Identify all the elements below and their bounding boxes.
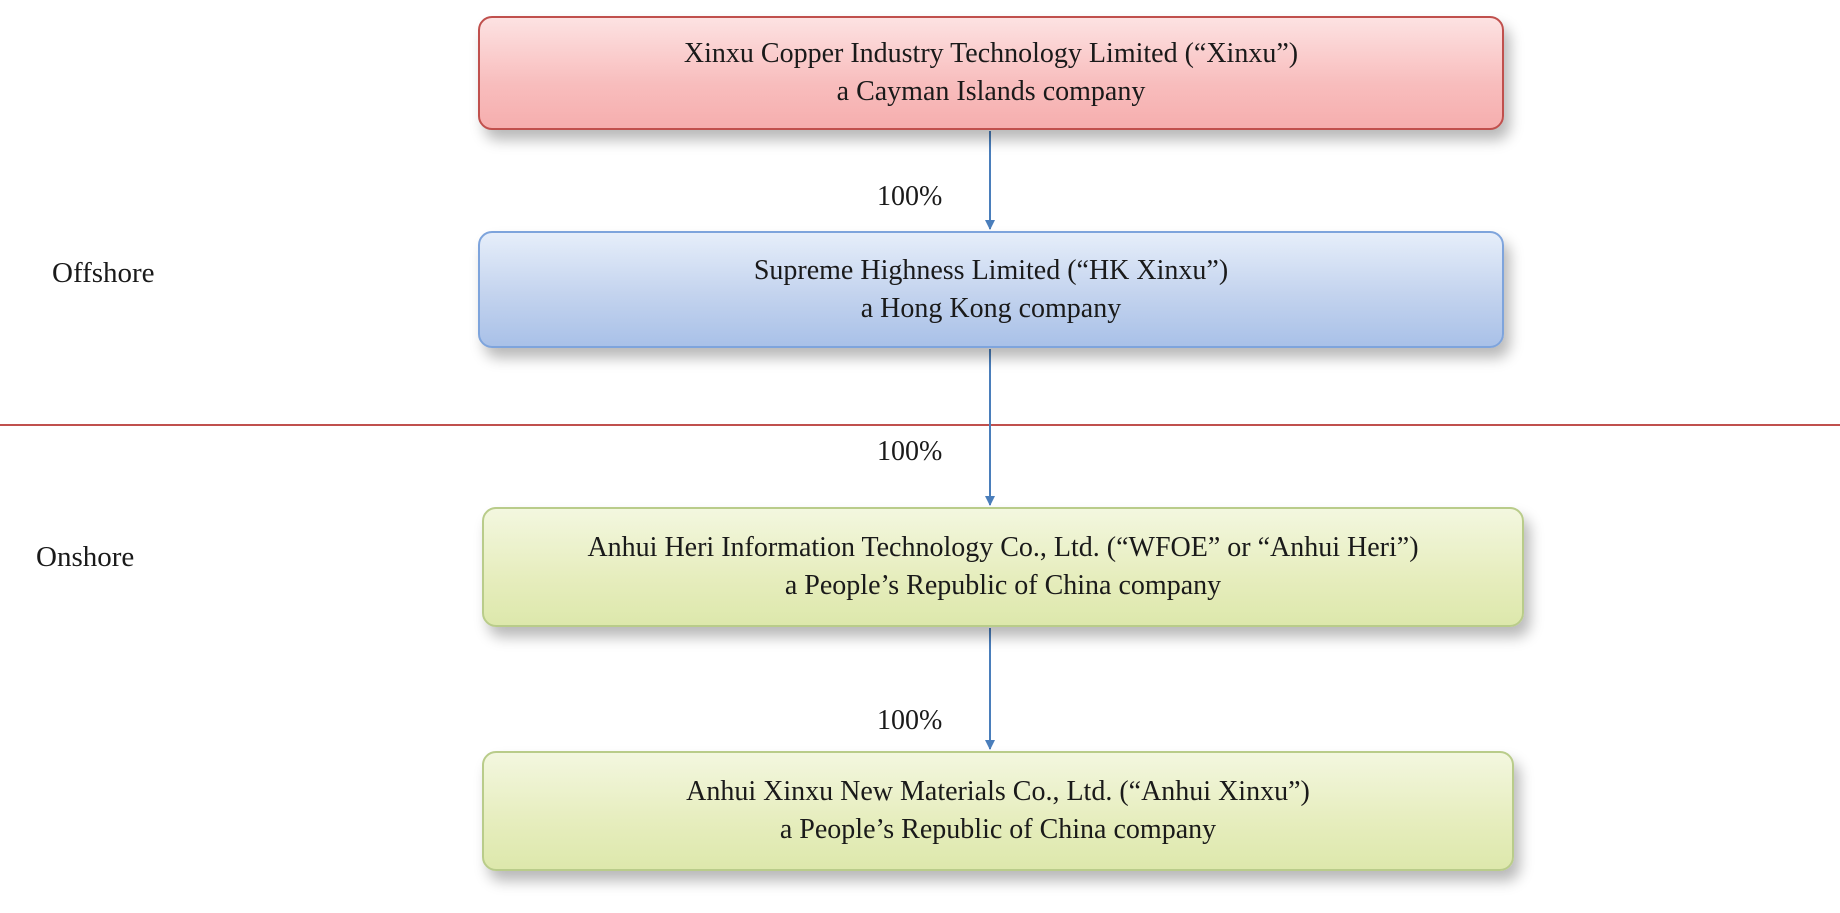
onshore-label: Onshore xyxy=(36,541,135,573)
ownership-percent-label: 100% xyxy=(877,181,943,212)
entity-description: a Cayman Islands company xyxy=(836,76,1146,107)
entity-name: Supreme Highness Limited (“HK Xinxu”) xyxy=(753,254,1229,286)
offshore-onshore-divider xyxy=(0,424,1840,426)
entity-box-wfoe: Anhui Heri Information Technology Co., L… xyxy=(482,507,1524,627)
ownership-percent-label: 100% xyxy=(877,705,943,736)
entity-box-xinxu: Xinxu Copper Industry Technology Limited… xyxy=(478,16,1504,130)
entity-name: Anhui Xinxu New Materials Co., Ltd. (“An… xyxy=(686,776,1310,807)
entity-description: a Hong Kong company xyxy=(860,292,1122,324)
entity-description: a People’s Republic of China company xyxy=(779,814,1217,845)
entity-box-anhui-xinxu: Anhui Xinxu New Materials Co., Ltd. (“An… xyxy=(482,751,1514,871)
entity-description: a People’s Republic of China company xyxy=(784,570,1222,601)
entity-name: Xinxu Copper Industry Technology Limited… xyxy=(683,38,1299,69)
ownership-percent-label: 100% xyxy=(877,436,943,467)
entity-name: Anhui Heri Information Technology Co., L… xyxy=(587,532,1419,563)
offshore-label: Offshore xyxy=(52,257,155,289)
entity-box-hk-xinxu: Supreme Highness Limited (“HK Xinxu”) a … xyxy=(478,231,1504,348)
